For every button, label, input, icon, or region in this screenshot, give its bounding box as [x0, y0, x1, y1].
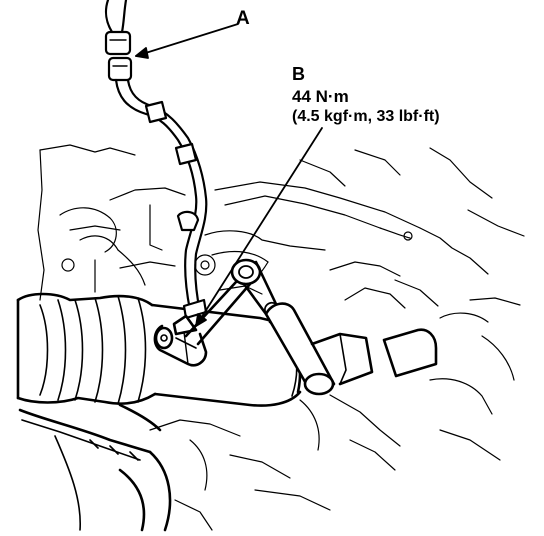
leader-a	[135, 23, 239, 57]
callout-a-label: A	[236, 8, 250, 29]
leader-lines	[135, 23, 323, 327]
sensor-harness	[104, 0, 208, 320]
arrow-a-icon	[135, 47, 149, 59]
engine-background	[37, 144, 525, 531]
torque-wrench	[184, 258, 438, 396]
drive-shaft	[16, 292, 312, 532]
torque-spec-nm: 44 N·m	[292, 87, 349, 106]
connector-a	[107, 56, 133, 82]
leader-b	[195, 127, 323, 327]
torque-spec-alt-units: (4.5 kgf·m, 33 lbf·ft)	[292, 108, 440, 125]
arrow-b-icon	[195, 313, 207, 327]
speed-sensor	[153, 314, 208, 367]
callout-b-label: B	[292, 64, 305, 84]
